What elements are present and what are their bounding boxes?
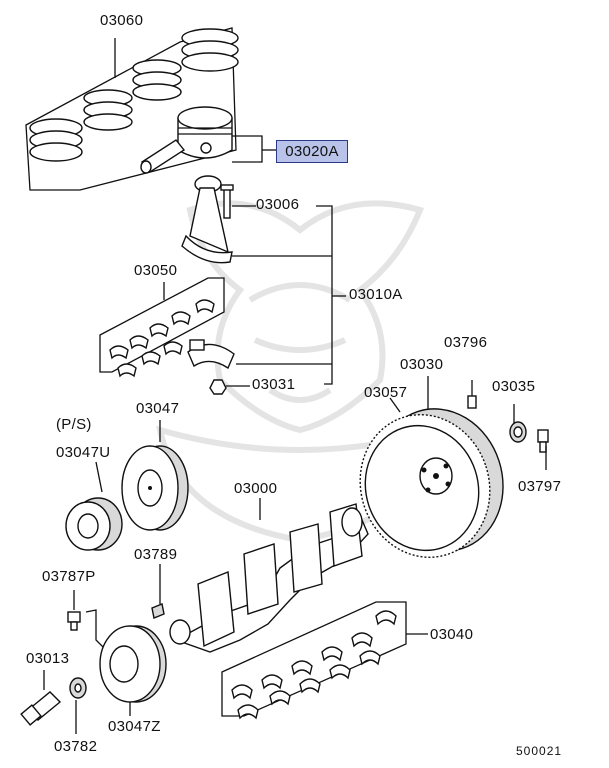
label-03797: 03797 bbox=[518, 478, 562, 495]
label-03057: 03057 bbox=[364, 384, 408, 401]
label-03050: 03050 bbox=[134, 262, 178, 279]
piston bbox=[177, 106, 233, 159]
label-03787P: 03787P bbox=[42, 568, 96, 585]
label-03030: 03030 bbox=[400, 356, 444, 373]
ring-set-4 bbox=[29, 118, 83, 162]
pilot-bearing bbox=[509, 404, 549, 470]
crank-bolt bbox=[20, 670, 87, 734]
key bbox=[151, 564, 165, 619]
connecting-rod bbox=[181, 175, 346, 385]
label-03796: 03796 bbox=[444, 334, 488, 351]
highlighted-part-03020A[interactable]: 03020A bbox=[276, 140, 348, 163]
label-03010A: 03010A bbox=[349, 286, 403, 303]
label-03013: 03013 bbox=[26, 650, 70, 667]
label-03040: 03040 bbox=[430, 626, 474, 643]
piston-ring-group bbox=[25, 27, 276, 191]
lower-pulley bbox=[67, 590, 167, 716]
label-03782: 03782 bbox=[54, 738, 98, 755]
label-03047Z: 03047Z bbox=[108, 718, 161, 735]
label-03789: 03789 bbox=[134, 546, 178, 563]
label-03031: 03031 bbox=[252, 376, 296, 393]
label-03000: 03000 bbox=[234, 480, 278, 497]
label-03006: 03006 bbox=[256, 196, 300, 213]
crankshaft bbox=[169, 498, 369, 653]
piston-pin bbox=[140, 139, 186, 174]
rod-cap bbox=[187, 339, 250, 395]
ring-set-1 bbox=[181, 28, 239, 72]
diagram-code: 500021 bbox=[516, 744, 563, 758]
label-03035: 03035 bbox=[492, 378, 536, 395]
ring-set-2 bbox=[132, 59, 182, 101]
ring-set-3 bbox=[83, 89, 133, 131]
label-ps: (P/S) bbox=[56, 416, 92, 433]
flywheel bbox=[359, 376, 504, 558]
rod-bearing-group bbox=[99, 277, 225, 378]
crank-pulley bbox=[65, 420, 189, 551]
label-03047U: 03047U bbox=[56, 444, 111, 461]
label-03060: 03060 bbox=[100, 12, 144, 29]
main-bearing-group bbox=[221, 601, 428, 720]
label-03047: 03047 bbox=[136, 400, 180, 417]
